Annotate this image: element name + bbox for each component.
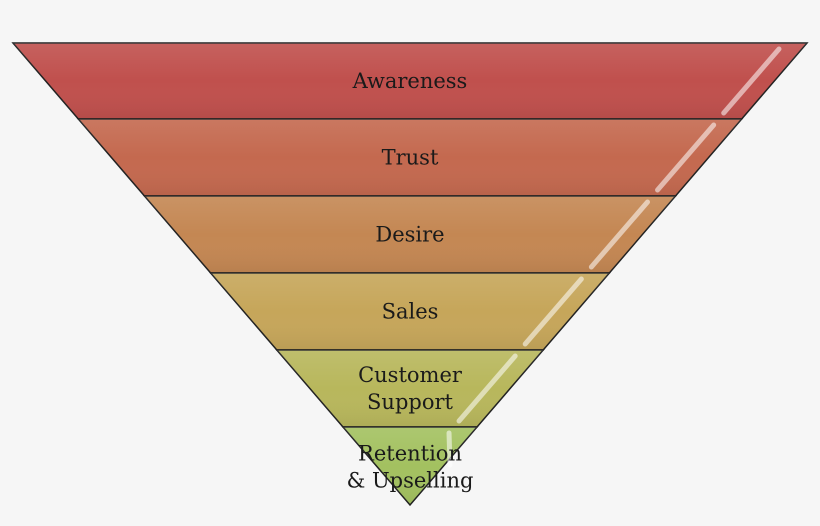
highlight-streak — [588, 199, 651, 270]
highlight-streak — [721, 46, 782, 116]
funnel-band-gloss — [144, 196, 676, 273]
funnel-stage-sales — [209, 272, 611, 351]
highlight-streak — [456, 353, 518, 424]
stage-label-line: Trust — [382, 146, 439, 170]
funnel-stage-trust — [76, 118, 744, 197]
stage-label-line: Sales — [382, 300, 439, 324]
stage-label-line: & Upselling — [347, 469, 474, 493]
funnel-stage-retention-upselling — [341, 426, 479, 507]
stage-label-line: Support — [367, 390, 453, 414]
funnel-band-gloss — [13, 43, 807, 119]
funnel-band-gloss — [210, 273, 610, 350]
stage-label-line: Desire — [375, 223, 444, 247]
stage-label-line: Retention — [358, 442, 462, 466]
funnel-band-gloss — [78, 119, 742, 196]
stage-label-line: Customer — [358, 363, 463, 387]
stage-label-awareness: Awareness — [352, 69, 468, 93]
stage-label-trust: Trust — [382, 146, 439, 170]
highlight-streak — [655, 122, 717, 193]
funnel-band-gloss — [342, 427, 478, 505]
funnel-stage-customer-support — [275, 349, 545, 428]
stage-label-desire: Desire — [375, 223, 444, 247]
funnel-band-gloss — [276, 350, 544, 427]
funnel-stage-desire — [142, 195, 678, 274]
funnel-bands — [11, 42, 809, 507]
funnel-stage-awareness — [11, 42, 809, 120]
stage-label-line: Awareness — [352, 69, 468, 93]
stage-label-sales: Sales — [382, 300, 439, 324]
stage-label-retention-upselling: Retention & Upselling — [347, 442, 474, 493]
highlight-streak — [446, 430, 453, 468]
highlight-streak — [522, 276, 584, 347]
